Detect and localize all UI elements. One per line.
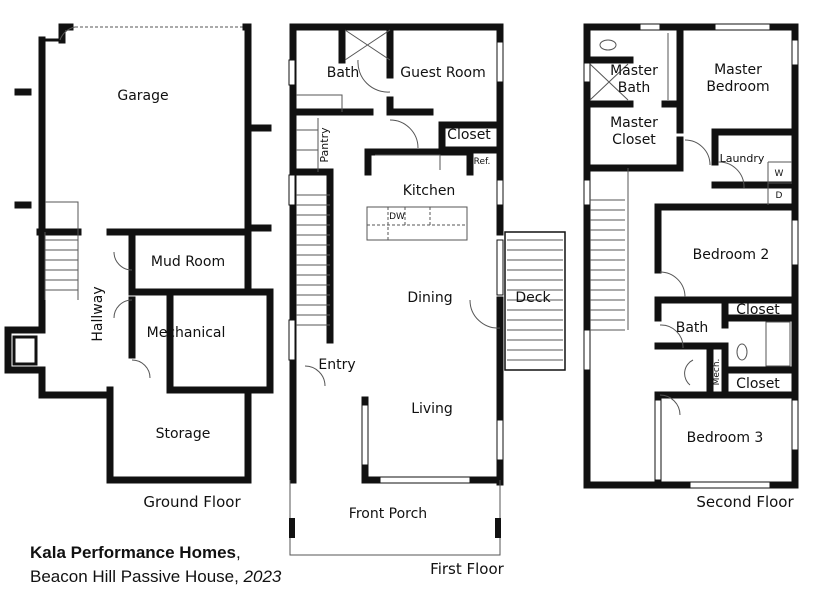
room-label-master-closet-1: Master (610, 115, 658, 131)
floor-label-ground: Ground Floor (143, 493, 241, 511)
caption-project-name: Beacon Hill Passive House, (30, 567, 244, 586)
room-label-dining: Dining (407, 290, 452, 306)
caption-company-line: Kala Performance Homes, (30, 543, 241, 562)
first-floor-plan: Bath Guest Room Pantry Closet Ref. Kitch… (288, 23, 566, 578)
second-floor-plan: Master Bath Master Bedroom Master Closet… (583, 23, 799, 511)
room-label-storage: Storage (156, 426, 211, 442)
room-label-bedroom-3: Bedroom 3 (687, 430, 764, 446)
caption-project: Beacon Hill Passive House, 2023 (30, 567, 282, 586)
room-label-living: Living (411, 401, 453, 417)
caption-comma: , (236, 543, 241, 562)
ground-floor-plan: Garage Hallway Mud Room Mechanical Stora… (4, 23, 274, 511)
room-label-bath: Bath (327, 65, 360, 81)
caption-company: Kala Performance Homes (30, 543, 236, 562)
room-label-garage: Garage (117, 88, 168, 104)
label-washer: W (775, 169, 784, 179)
room-label-mechanical: Mechanical (147, 325, 226, 341)
room-label-closet-b: Closet (736, 376, 780, 392)
room-label-master-bedroom-2: Bedroom (706, 79, 769, 95)
room-label-master-closet-2: Closet (612, 132, 656, 148)
room-label-deck: Deck (515, 290, 551, 306)
room-label-bath-second: Bath (676, 320, 709, 336)
deck (504, 231, 566, 371)
room-label-mud-room: Mud Room (151, 254, 225, 270)
floor-label-second: Second Floor (696, 493, 794, 511)
room-label-guest-room: Guest Room (400, 65, 485, 81)
room-label-mech: Mech. (712, 359, 722, 386)
room-label-closet-a: Closet (736, 302, 780, 318)
room-label-hallway: Hallway (90, 286, 106, 341)
floor-label-first: First Floor (430, 560, 504, 578)
room-label-bedroom-2: Bedroom 2 (693, 247, 770, 263)
room-label-closet: Closet (447, 127, 491, 143)
room-label-kitchen: Kitchen (403, 183, 456, 199)
room-label-master-bath-1: Master (610, 63, 658, 79)
label-dishwasher: DW (389, 212, 405, 222)
room-label-laundry: Laundry (720, 152, 765, 165)
room-label-master-bedroom-1: Master (714, 62, 762, 78)
label-dryer: D (776, 191, 783, 201)
room-label-entry: Entry (318, 357, 355, 373)
label-refrigerator: Ref. (474, 157, 491, 167)
room-label-pantry: Pantry (318, 127, 331, 163)
room-label-master-bath-2: Bath (618, 80, 651, 96)
room-label-front-porch: Front Porch (349, 506, 427, 522)
caption-year: 2023 (243, 567, 282, 586)
